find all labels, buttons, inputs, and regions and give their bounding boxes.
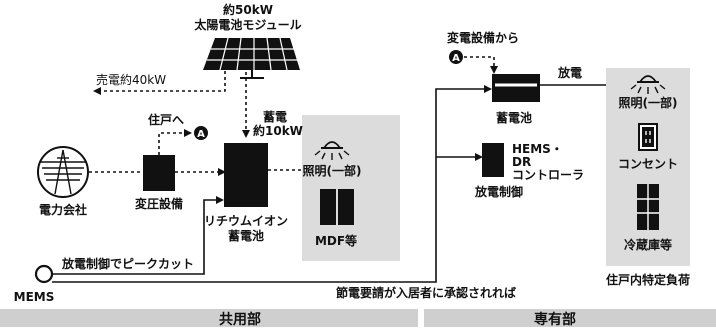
power-saving-label: 節電要請が入居者に承認されれば (336, 285, 516, 300)
private-area-bar (424, 309, 716, 327)
discharge-control-label: 放電制御 (474, 184, 523, 199)
lighting-private-label: 照明(一部) (619, 95, 678, 110)
charge-label-1: 蓄電 (263, 109, 287, 124)
battery-label-1: リチウムイオン (204, 214, 288, 228)
specific-load-label: 住戸内特定負荷 (606, 272, 690, 287)
common-area-bar (0, 309, 418, 327)
marker-a-left: A (194, 126, 208, 140)
mems-icon (34, 264, 54, 284)
ceiling-light-private-icon (630, 75, 666, 94)
hems-label-3: コントローラ (512, 168, 584, 182)
solar-title-2: 太陽電池モジュール (194, 17, 301, 32)
right-battery-box (492, 74, 540, 102)
sell-label: 売電約40kW (96, 72, 166, 87)
battery-label-2: 蓄電池 (228, 228, 264, 243)
power-tower-icon (37, 146, 89, 198)
fridge-icon (637, 184, 659, 230)
hems-label-2: DR (512, 155, 531, 169)
to-dwelling-label: 住戸へ (148, 112, 184, 127)
hems-label-1: HEMS・ (512, 142, 563, 156)
solar-panel-icon (203, 37, 300, 79)
outlet-icon (638, 123, 658, 151)
common-area-label: 共用部 (219, 311, 261, 327)
right-battery-label: 蓄電池 (496, 110, 532, 125)
private-area-label: 専有部 (534, 311, 576, 327)
mdf-label: MDF等 (315, 233, 357, 248)
marker-a-right-text: A (452, 53, 460, 64)
from-substation-label: 変電設備から (447, 30, 519, 45)
fridge-label: 冷蔵庫等 (624, 237, 672, 252)
private-load-panel (606, 68, 690, 266)
solar-title-1: 約50kW (223, 2, 273, 17)
marker-a-left-text: A (197, 129, 205, 140)
transformer-label: 変圧設備 (135, 196, 183, 211)
discharge-label: 放電 (557, 65, 582, 80)
sell-flow-line (93, 71, 226, 95)
grid-label: 電力会社 (39, 202, 87, 217)
substation-line (464, 56, 498, 74)
to-dwelling-line (158, 129, 192, 155)
marker-a-right: A (449, 50, 463, 64)
common-load-panel (302, 115, 400, 261)
peak-cut-line (52, 196, 224, 275)
hems-controller-box (482, 143, 504, 177)
charge-label-2: 約10kW (253, 123, 303, 138)
mdf-cabinet-icon (320, 189, 354, 225)
ceiling-light-icon (314, 141, 350, 160)
lithium-battery-box (224, 143, 268, 207)
peak-cut-label: 放電制御でピークカット (61, 256, 194, 271)
mems-label: MEMS (14, 290, 55, 304)
lighting-common-label: 照明(一部) (303, 163, 362, 178)
outlet-label: コンセント (618, 157, 678, 171)
transformer-box (143, 155, 175, 191)
mems-to-hems-line (52, 85, 492, 283)
